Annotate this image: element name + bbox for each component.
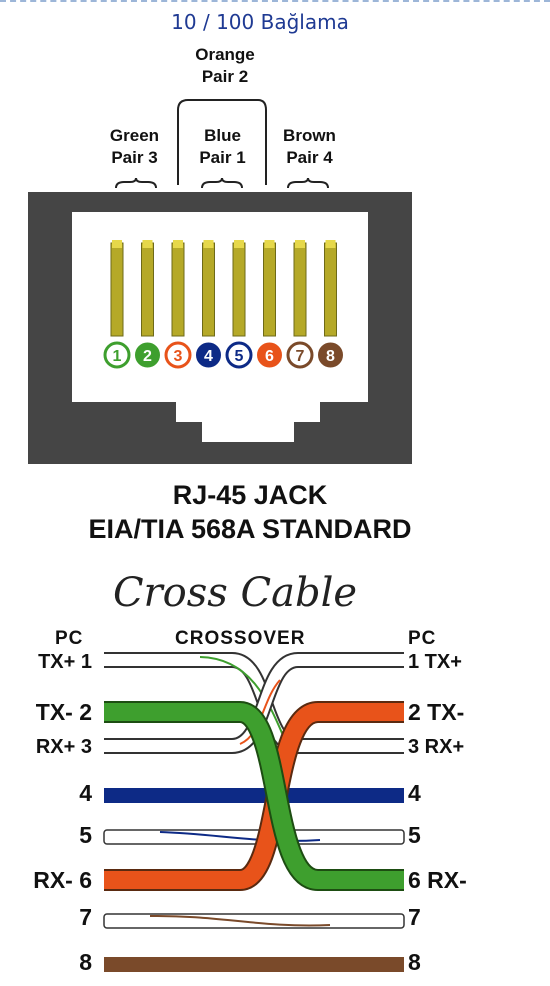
- right-wire-label-6: 6 RX-: [408, 867, 467, 893]
- left-wire-label-6: RX- 6: [33, 867, 92, 893]
- left-pc-header: PC: [55, 628, 84, 649]
- svg-text:3: 3: [174, 348, 183, 365]
- jack-pin-tip: [112, 240, 122, 248]
- left-wire-label-4: 4: [79, 780, 92, 806]
- top-dashed-border: [0, 0, 550, 2]
- jack-pin-tip: [295, 240, 305, 248]
- jack-pin-4: [202, 242, 215, 337]
- wire-2-to-6-green: [104, 703, 404, 889]
- pair-label-brown: Brown Pair 4: [262, 125, 357, 169]
- pair-label-green: Green Pair 3: [92, 125, 177, 169]
- pin-number-8: 8: [318, 342, 343, 368]
- left-wire-label-5: 5: [79, 822, 92, 848]
- jack-pin-tip: [203, 240, 214, 248]
- pin-number-4: 4: [196, 342, 221, 368]
- right-wire-label-2: 2 TX-: [408, 699, 465, 725]
- jack-pin-1: [110, 242, 124, 337]
- crossover-wires: [103, 652, 405, 972]
- pin-number-7: 7: [286, 341, 314, 369]
- wire-3-to-1-white-orange: [104, 654, 404, 752]
- pair-label-orange: Orange Pair 2: [180, 44, 270, 88]
- pair-color-name: Green: [109, 126, 160, 145]
- wire-4-blue: [104, 788, 404, 803]
- svg-text:8: 8: [326, 348, 335, 365]
- page-title: 10 / 100 Bağlama: [171, 10, 349, 34]
- jack-pin-5: [232, 242, 246, 337]
- pin-number-6: 6: [257, 342, 282, 368]
- jack-pin-6: [263, 242, 276, 337]
- pin-number-1: 1: [103, 341, 131, 369]
- right-wire-label-7: 7: [408, 904, 421, 930]
- jack-pin-tip: [264, 240, 275, 248]
- left-wire-label-7: 7: [79, 904, 92, 930]
- pair-color-name: Orange: [195, 45, 255, 64]
- right-wire-label-1: 1 TX+: [408, 651, 462, 673]
- pair-number: Pair 2: [201, 67, 249, 86]
- pair-number: Pair 1: [199, 148, 246, 167]
- wire-5-white-blue: [103, 829, 405, 845]
- jack-caption-line2: EIA/TIA 568A STANDARD: [88, 514, 412, 544]
- jack-pin-8: [324, 242, 337, 337]
- pair-1-bracket: [201, 177, 243, 189]
- pin-number-5: 5: [225, 341, 253, 369]
- crossover-header: CROSSOVER: [175, 628, 306, 649]
- jack-pin-7: [293, 242, 307, 337]
- right-wire-label-8: 8: [408, 949, 421, 975]
- wire-7-white-brown: [103, 913, 405, 929]
- svg-text:1: 1: [113, 348, 122, 365]
- left-wire-label-2: TX- 2: [35, 699, 92, 725]
- svg-text:4: 4: [204, 348, 213, 365]
- right-wire-label-5: 5: [408, 822, 421, 848]
- cross-cable-title: Cross Cable: [112, 570, 358, 616]
- jack-pin-tip: [173, 240, 183, 248]
- pair-2-bracket: [177, 99, 267, 185]
- wire-5-stripe: [159, 831, 321, 842]
- pair-number: Pair 3: [111, 148, 158, 167]
- jack-caption-line1: RJ-45 JACK: [172, 480, 328, 510]
- jack-pin-tip: [325, 240, 336, 248]
- svg-text:5: 5: [235, 348, 244, 365]
- right-wire-label-3: 3 RX+: [408, 736, 465, 758]
- pair-3-bracket: [115, 177, 157, 189]
- pair-color-name: Brown: [283, 126, 336, 145]
- jack-pin-2: [141, 242, 154, 337]
- pair-4-bracket: [287, 177, 329, 189]
- pair-label-blue: Blue Pair 1: [180, 125, 265, 169]
- right-wire-label-4: 4: [408, 780, 421, 806]
- wire-8-brown: [104, 957, 404, 972]
- jack-pins: [110, 240, 337, 337]
- jack-pin-3: [171, 242, 185, 337]
- jack-pin-tip: [142, 240, 153, 248]
- pin-number-circles: 1 2 3 4 5 6 7 8: [103, 341, 343, 369]
- right-pc-header: PC: [408, 628, 437, 649]
- svg-text:2: 2: [143, 348, 152, 365]
- svg-text:7: 7: [296, 348, 305, 365]
- pair-color-name: Blue: [204, 126, 241, 145]
- left-wire-label-3: RX+ 3: [35, 736, 92, 758]
- jack-pin-tip: [234, 240, 244, 248]
- left-wire-label-8: 8: [79, 949, 92, 975]
- left-wire-label-1: TX+ 1: [38, 651, 92, 673]
- wire-1-stripe: [199, 656, 286, 741]
- wire-7-stripe: [149, 914, 331, 927]
- pair-number: Pair 4: [286, 148, 333, 167]
- pin-number-3: 3: [164, 341, 192, 369]
- pin-number-2: 2: [135, 342, 160, 368]
- svg-text:6: 6: [265, 348, 274, 365]
